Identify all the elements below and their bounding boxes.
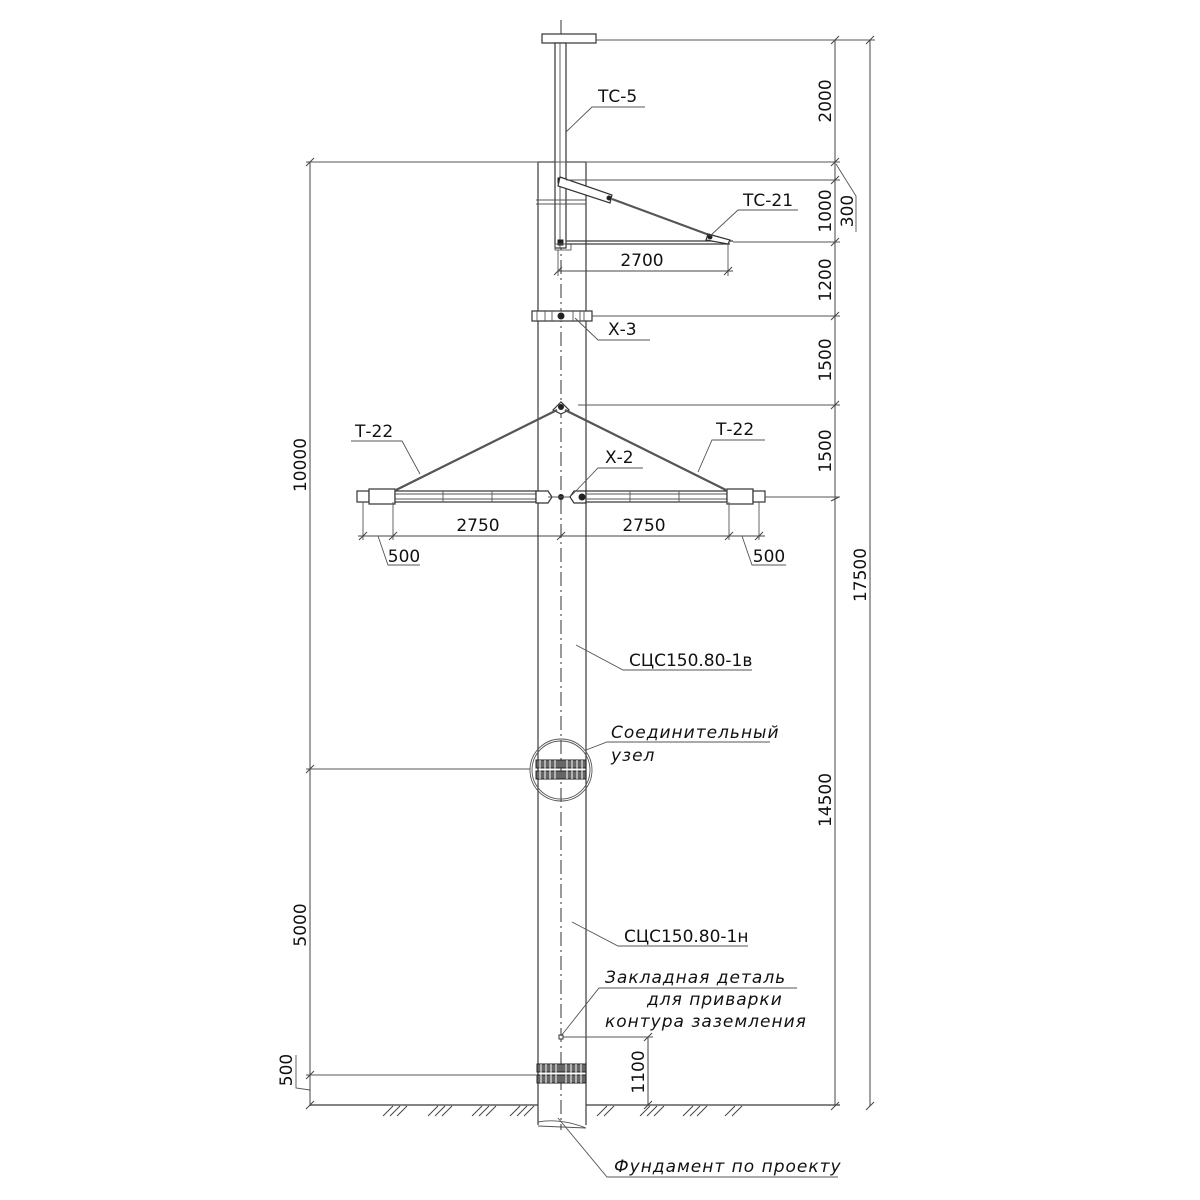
label-x2-text: Х-2	[605, 448, 634, 468]
label-pole-lower-text: СЦС150.80-1н	[624, 927, 749, 947]
dim-1100: 1100	[629, 1050, 649, 1093]
dim-17500: 17500	[851, 548, 871, 602]
label-embed-line3: контура заземления	[605, 1012, 807, 1032]
bracket-2700-dimension: 2700	[553, 244, 733, 276]
label-tc21-text: ТС-21	[742, 191, 793, 211]
dim-300: 300	[838, 195, 858, 227]
label-t22-right-text: Т-22	[715, 420, 754, 440]
dim-1200: 1200	[816, 258, 836, 301]
tc21-console	[557, 176, 733, 245]
label-t22-left: Т-22	[351, 422, 421, 475]
dim-500-bottom: 500	[277, 1054, 297, 1086]
label-tc5-text: ТС-5	[597, 87, 637, 107]
tc5-top-mast	[536, 33, 597, 251]
label-pole-upper: СЦС150.80-1в	[575, 644, 752, 671]
label-embed-detail: Закладная деталь для приварки контура за…	[560, 968, 807, 1037]
dim-500-left: 500	[388, 547, 420, 567]
label-t22-right: Т-22	[697, 420, 765, 473]
x3-traverse	[531, 310, 593, 322]
t22-crossarm	[356, 401, 766, 505]
label-joint-line2: узел	[610, 746, 655, 766]
label-joint-line1: Соединительный	[611, 723, 780, 743]
label-embed-line1: Закладная деталь	[605, 968, 786, 988]
ground-1100-dimension: 1100	[563, 1032, 653, 1110]
joint-node	[529, 738, 593, 802]
right-dimension-chain: 2000 1000 300 1200 1500 1500 14500 17500	[538, 35, 875, 1111]
label-x3: Х-3	[574, 317, 650, 341]
label-tc21: ТС-21	[709, 191, 798, 237]
dim-14500: 14500	[816, 773, 836, 827]
label-embed-line2: для приварки	[646, 990, 783, 1010]
dim-2000: 2000	[816, 79, 836, 122]
dim-1500-upper: 1500	[816, 338, 836, 381]
label-pole-lower: СЦС150.80-1н	[571, 921, 749, 947]
label-foundation: Фундамент по проекту	[557, 1117, 842, 1178]
dim-2700: 2700	[620, 251, 663, 271]
dim-2750-right: 2750	[622, 516, 665, 536]
dim-10000: 10000	[291, 438, 311, 492]
label-tc5: ТС-5	[565, 87, 645, 133]
left-dimension-chain: 10000 5000 500	[277, 157, 538, 1110]
label-t22-left-text: Т-22	[354, 422, 393, 442]
dim-5000: 5000	[291, 903, 311, 946]
dim-2750-left: 2750	[456, 516, 499, 536]
dim-1000: 1000	[816, 189, 836, 232]
ground-line	[310, 1104, 840, 1117]
dim-500-right: 500	[753, 547, 785, 567]
label-pole-upper-text: СЦС150.80-1в	[629, 651, 752, 671]
label-x2: Х-2	[571, 448, 643, 496]
bottom-band	[536, 1034, 587, 1084]
label-joint-node: Соединительный узел	[585, 723, 780, 766]
crossarm-dimensions: 2750 2750 500 500	[358, 502, 786, 567]
dim-1500-lower: 1500	[816, 429, 836, 472]
label-foundation-text: Фундамент по проекту	[614, 1157, 842, 1177]
label-x3-text: Х-3	[608, 320, 637, 340]
